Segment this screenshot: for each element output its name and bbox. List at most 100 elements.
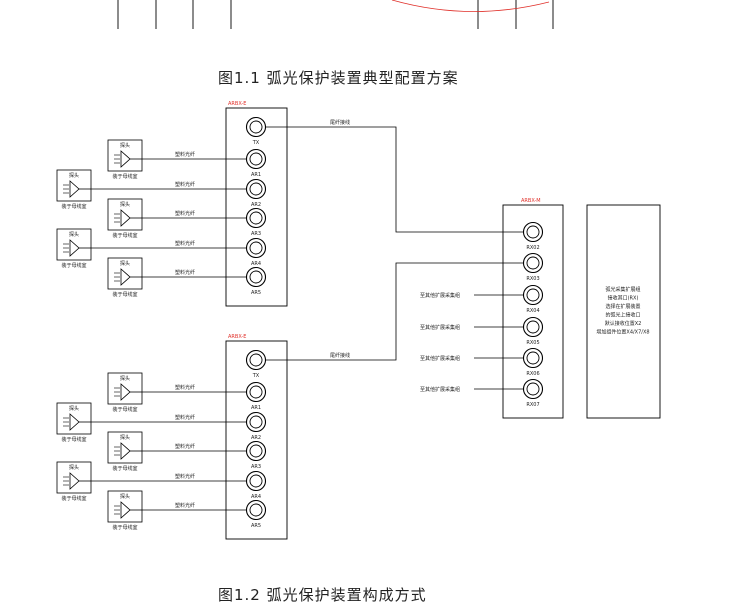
unit-1-sensor-5-probe-icon	[120, 268, 131, 286]
unit-1-sensor-5-box	[107, 257, 143, 290]
unit-2-sensor-2-label: 探头	[69, 405, 79, 412]
main-port-rx05-outer	[522, 316, 544, 338]
unit-1-port-ar4-label: AR4	[251, 261, 261, 267]
unit-2-sensor-1-box	[107, 372, 143, 405]
ext-label-3: 至其他扩展采集组	[420, 355, 460, 362]
main-port-rx03-inner	[526, 256, 540, 270]
tx-link-2-label: 尾纤接线	[330, 352, 350, 359]
main-port-rx04-label: RX04	[526, 308, 539, 314]
unit-2-sensor-1-probe-icon	[120, 383, 131, 401]
unit-2-sensor-4-note: 装于母线室	[61, 495, 86, 502]
tx-link-1-label: 尾纤接线	[330, 119, 350, 126]
note-line-2: 接收其口(RX)	[608, 295, 639, 302]
unit-1-sensor-2-probe-icon	[69, 180, 80, 198]
unit-1-sensor-1-label: 探头	[120, 142, 130, 149]
unit-2-sensor-4-label: 探头	[69, 464, 79, 471]
unit-2-port-ar3-inner	[249, 444, 263, 458]
main-port-rx04-outer	[522, 284, 544, 306]
note-line-3: 选择在扩展装置	[605, 303, 640, 310]
unit-2-fiber-label-3: 塑料光纤	[175, 443, 195, 450]
main-port-rx07-inner	[526, 382, 540, 396]
unit-2-port-ar5-inner	[249, 503, 263, 517]
unit-2-sensor-5-box	[107, 490, 143, 523]
note-line-4: 的弧光上接收口	[605, 312, 640, 319]
unit-2-fiber-label-4: 塑料光纤	[175, 473, 195, 480]
main-port-rx02-label: RX02	[526, 245, 539, 251]
unit-1-port-ar1-inner	[249, 152, 263, 166]
unit-1-sensor-1-note: 装于母线室	[112, 173, 137, 180]
main-port-rx02-outer	[522, 221, 544, 243]
unit-1-port-tx-label: TX	[252, 140, 260, 146]
unit-2-sensor-3-probe-icon	[120, 442, 131, 460]
unit-2-port-ar4-inner	[249, 474, 263, 488]
unit-1-sensor-1-box	[107, 139, 143, 172]
unit-1-port-ar2-outer	[245, 178, 267, 200]
unit-1-port-ar2-inner	[249, 182, 263, 196]
note-line-5: 默认接收位置X2	[605, 320, 642, 327]
unit-2-box	[225, 340, 288, 540]
unit-2-port-ar1-inner	[249, 385, 263, 399]
unit-1-port-tx-outer	[245, 116, 267, 138]
unit-1-fiber-label-3: 塑料光纤	[175, 210, 195, 217]
unit-1-sensor-1-probe-icon	[120, 150, 131, 168]
unit-1-port-ar3-label: AR3	[251, 231, 261, 237]
ext-label-4: 至其他扩展采集组	[420, 386, 460, 393]
unit-1-fiber-label-5: 塑料光纤	[175, 269, 195, 276]
unit-1-port-tx-inner	[249, 120, 263, 134]
tx-link-1	[265, 126, 524, 233]
unit-1-sensor-2-label: 探头	[69, 172, 79, 179]
unit-1-port-ar5-outer	[245, 266, 267, 288]
unit-2-sensor-2-box	[56, 402, 92, 435]
unit-1-sensor-3-box	[107, 198, 143, 231]
unit-2-title: ARBX-E	[228, 334, 246, 340]
note-line-6: 增加组件位置X4/X7/X8	[596, 329, 649, 336]
main-unit-box	[502, 204, 564, 419]
main-port-rx05-inner	[526, 320, 540, 334]
unit-2-fiber-label-5: 塑料光纤	[175, 502, 195, 509]
unit-2-port-ar3-label: AR3	[251, 464, 261, 470]
unit-1-fiber-label-4: 塑料光纤	[175, 240, 195, 247]
ext-label-2: 至其他扩展采集组	[420, 324, 460, 331]
unit-1-port-ar3-outer	[245, 207, 267, 229]
main-port-rx06-inner	[526, 351, 540, 365]
unit-1-sensor-2-note: 装于母线室	[61, 203, 86, 210]
unit-2-port-ar3-outer	[245, 440, 267, 462]
ext-label-1: 至其他扩展采集组	[420, 292, 460, 299]
unit-2-sensor-4-probe-icon	[69, 472, 80, 490]
unit-1-sensor-4-note: 装于母线室	[61, 262, 86, 269]
unit-1-fiber-label-2: 塑料光纤	[175, 181, 195, 188]
unit-1-sensor-4-label: 探头	[69, 231, 79, 238]
unit-1-port-ar4-inner	[249, 241, 263, 255]
unit-2-sensor-1-note: 装于母线室	[112, 406, 137, 413]
unit-2-sensor-3-label: 探头	[120, 434, 130, 441]
note-box	[586, 204, 661, 419]
unit-1-sensor-5-note: 装于母线室	[112, 291, 137, 298]
unit-2-fiber-label-2: 塑料光纤	[175, 414, 195, 421]
main-port-rx05-label: RX05	[526, 340, 539, 346]
unit-1-sensor-4-box	[56, 228, 92, 261]
main-unit-title: ARBX-M	[521, 198, 541, 204]
main-port-rx06-outer	[522, 347, 544, 369]
note-line-1: 弧光采集扩展组	[605, 286, 640, 293]
unit-2-sensor-5-note: 装于母线室	[112, 524, 137, 531]
main-port-rx04-inner	[526, 288, 540, 302]
top-fragment-arc	[391, 0, 550, 12]
unit-1-port-ar4-outer	[245, 237, 267, 259]
unit-1-port-ar1-outer	[245, 148, 267, 170]
unit-1-box	[225, 107, 288, 307]
unit-2-port-ar2-inner	[249, 415, 263, 429]
tx-link-2	[265, 262, 524, 361]
main-port-rx02-inner	[526, 225, 540, 239]
main-port-rx07-outer	[522, 378, 544, 400]
unit-1-title: ARBX-E	[228, 101, 246, 107]
unit-1-port-ar5-inner	[249, 270, 263, 284]
unit-2-fiber-label-1: 塑料光纤	[175, 384, 195, 391]
unit-2-port-ar4-outer	[245, 470, 267, 492]
unit-1-sensor-5-label: 探头	[120, 260, 130, 267]
unit-2-sensor-5-probe-icon	[120, 501, 131, 519]
unit-2-sensor-2-probe-icon	[69, 413, 80, 431]
unit-1-sensor-3-label: 探头	[120, 201, 130, 208]
unit-2-port-ar1-outer	[245, 381, 267, 403]
unit-1-sensor-4-probe-icon	[69, 239, 80, 257]
